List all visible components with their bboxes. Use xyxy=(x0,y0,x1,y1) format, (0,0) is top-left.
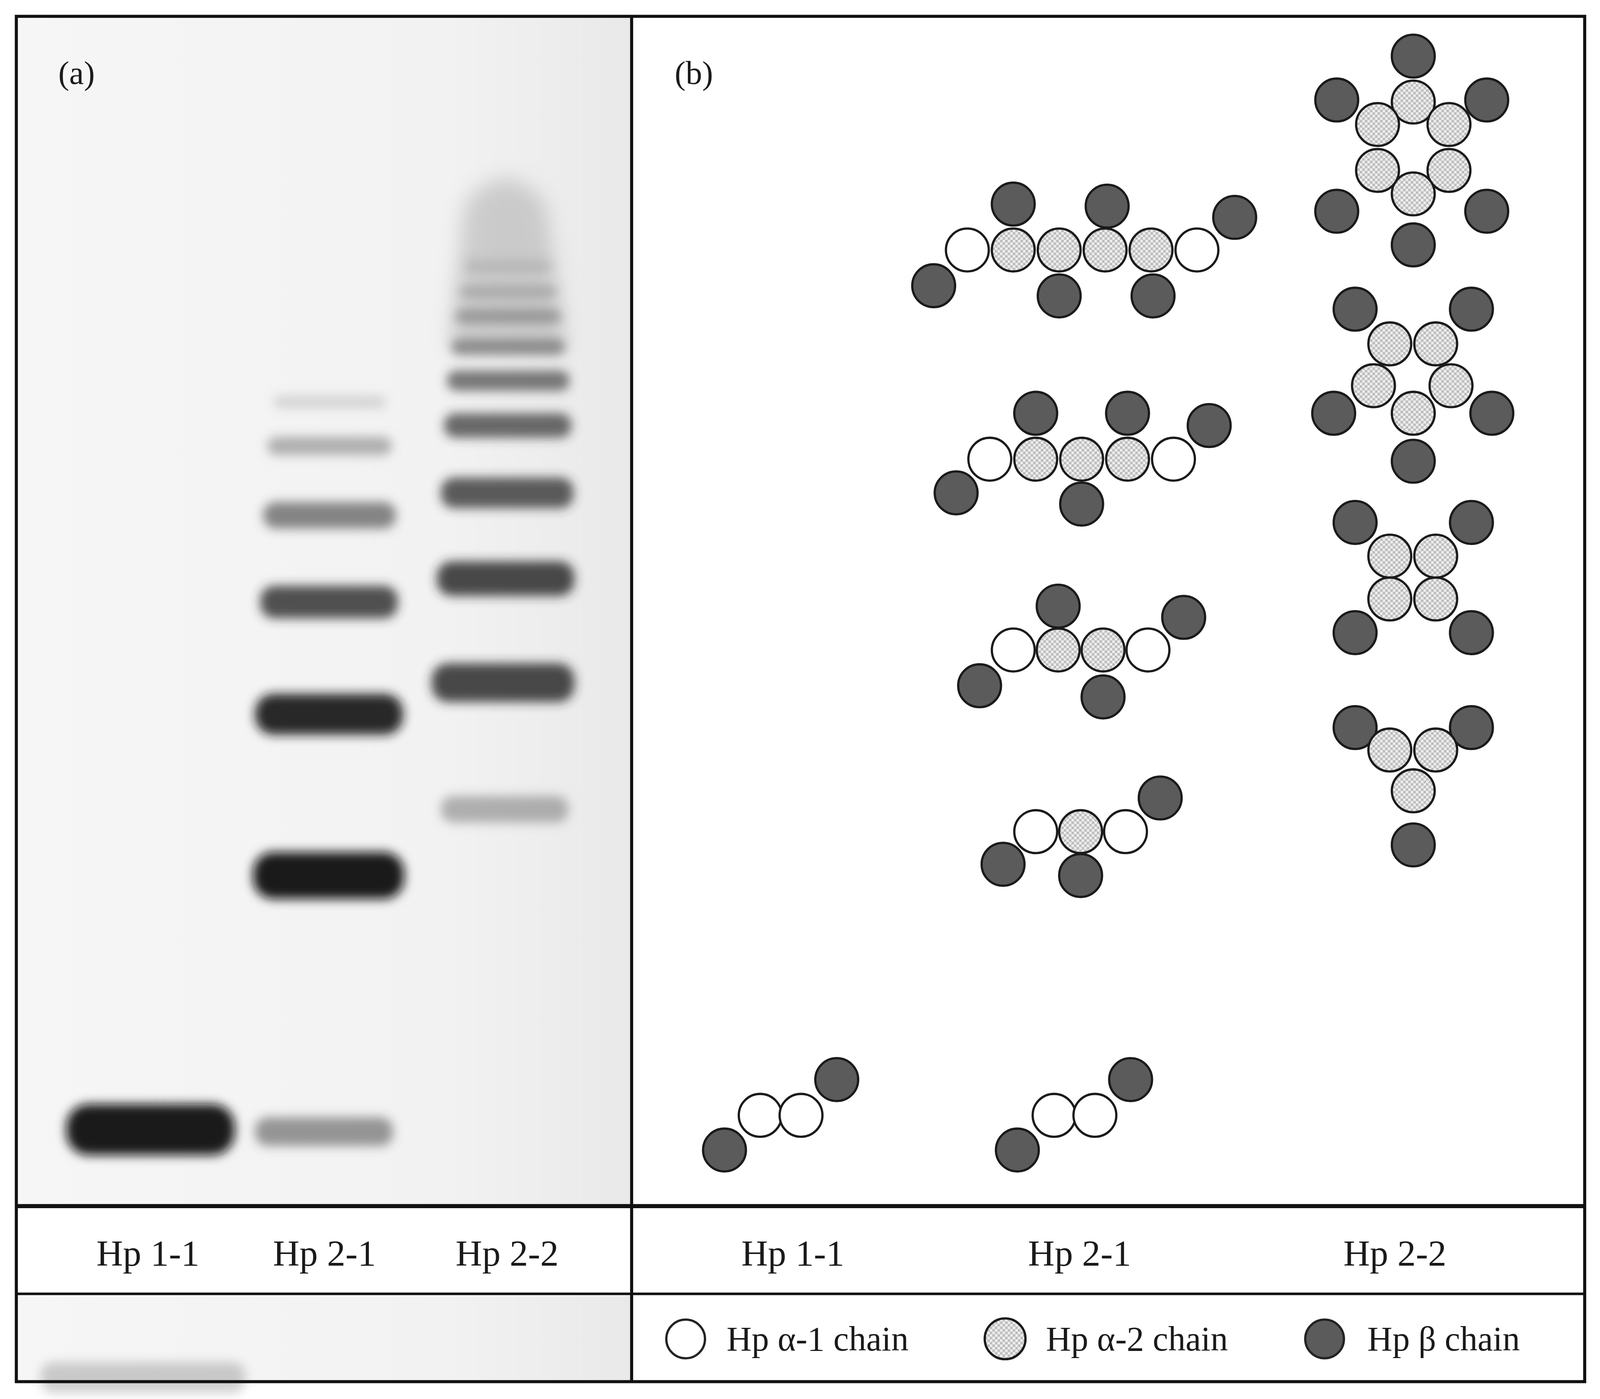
alpha2-chain-circle xyxy=(1059,810,1103,853)
gel-background xyxy=(17,17,631,1206)
lane-label: Hp 1-1 xyxy=(96,1233,200,1274)
alpha2-chain-circle xyxy=(1368,728,1411,772)
alpha1-chain-circle xyxy=(1014,810,1058,853)
beta-chain-circle xyxy=(1037,274,1081,318)
beta-chain-circle xyxy=(1162,596,1205,639)
beta-chain-circle xyxy=(1138,776,1182,820)
beta-chain-circle xyxy=(1014,391,1058,435)
alpha2-chain-circle xyxy=(1368,577,1411,621)
beta-chain-circle xyxy=(991,182,1035,226)
alpha1-chain-circle xyxy=(1032,1094,1076,1137)
beta-chain-circle xyxy=(1333,287,1377,331)
alpha2-chain-circle xyxy=(1414,322,1458,366)
beta-chain-circle xyxy=(1450,611,1493,655)
column-label: Hp 2-1 xyxy=(1028,1233,1132,1274)
alpha2-chain-circle xyxy=(1391,391,1435,435)
alpha2-chain-circle xyxy=(1414,728,1458,772)
beta-chain-circle xyxy=(1081,675,1125,719)
alpha2-chain-circle xyxy=(1037,228,1081,272)
legend-swatch xyxy=(665,1318,707,1360)
beta-chain-circle xyxy=(1470,391,1514,435)
alpha1-chain-circle xyxy=(968,437,1011,481)
beta-chain-circle xyxy=(1391,823,1435,867)
alpha2-chain-circle xyxy=(1414,577,1458,621)
alpha1-chain-circle xyxy=(991,628,1035,672)
molecule-models xyxy=(703,34,1514,1172)
alpha1-chain-circle xyxy=(779,1094,823,1137)
beta-chain-circle xyxy=(1213,195,1257,239)
gel-bands xyxy=(66,260,575,1156)
alpha2-chain-circle xyxy=(1429,364,1473,408)
alpha1-chain-circle xyxy=(1103,810,1147,853)
beta-chain-circle xyxy=(1312,391,1355,435)
alpha2-chain-circle xyxy=(1414,534,1458,578)
alpha2-chain-circle xyxy=(991,228,1035,272)
legend-text: Hp β chain xyxy=(1367,1320,1520,1359)
beta-chain-circle xyxy=(1333,501,1377,544)
beta-chain-circle xyxy=(1059,854,1103,897)
beta-chain-circle xyxy=(1187,404,1231,447)
alpha2-chain-circle xyxy=(1391,769,1435,813)
beta-chain-circle xyxy=(815,1058,858,1102)
beta-chain-circle xyxy=(1036,584,1080,628)
beta-chain-circle xyxy=(1315,189,1358,233)
panel-letter: (b) xyxy=(674,55,713,92)
column-label: Hp 1-1 xyxy=(741,1233,845,1274)
frame-lines xyxy=(16,16,1585,1382)
legend-alpha2-sample xyxy=(984,1318,1026,1360)
alpha2-chain-circle xyxy=(1356,103,1399,146)
alpha2-chain-circle xyxy=(1106,437,1149,481)
alpha1-chain-circle xyxy=(1126,628,1170,672)
alpha2-chain-circle xyxy=(1060,437,1104,481)
beta-chain-circle xyxy=(1109,1058,1152,1102)
alpha2-chain-circle xyxy=(1014,437,1058,481)
beta-chain-circle xyxy=(912,264,955,308)
beta-chain-circle xyxy=(703,1128,746,1172)
alpha2-chain-circle xyxy=(1356,149,1399,192)
alpha2-chain-circle xyxy=(1368,534,1411,578)
alpha1-chain-circle xyxy=(1151,437,1195,481)
alpha2-chain-circle xyxy=(1081,628,1125,672)
alpha2-chain-circle xyxy=(1036,628,1080,672)
beta-chain-circle xyxy=(1106,391,1149,435)
beta-chain-circle xyxy=(1131,274,1175,318)
beta-chain-circle xyxy=(1465,189,1508,233)
beta-chain-circle xyxy=(1391,34,1435,78)
panel-letter: (a) xyxy=(58,55,95,92)
column-label: Hp 2-2 xyxy=(1343,1233,1447,1274)
beta-chain-circle xyxy=(1450,287,1493,331)
alpha1-chain-circle xyxy=(1175,228,1219,272)
beta-chain-circle xyxy=(1391,440,1435,483)
legend-swatch xyxy=(1304,1318,1346,1360)
beta-chain-circle xyxy=(934,471,978,515)
beta-chain-circle xyxy=(995,1128,1039,1172)
lane-label: Hp 2-1 xyxy=(273,1233,377,1274)
beta-chain-circle xyxy=(1060,482,1104,526)
alpha2-chain-circle xyxy=(1352,364,1395,408)
beta-chain-circle xyxy=(1315,78,1358,122)
alpha2-chain-circle xyxy=(1083,228,1127,272)
beta-chain-circle xyxy=(981,843,1025,886)
alpha1-chain-circle xyxy=(738,1094,782,1137)
alpha1-chain-circle xyxy=(945,228,989,272)
beta-chain-circle xyxy=(957,664,1001,708)
lane-label: Hp 2-2 xyxy=(455,1233,559,1274)
beta-chain-circle xyxy=(1391,223,1435,267)
legend-text: Hp α-2 chain xyxy=(1046,1320,1229,1359)
beta-chain-circle xyxy=(1465,78,1508,122)
alpha2-chain-circle xyxy=(1129,228,1173,272)
alpha2-chain-circle xyxy=(1368,322,1411,366)
beta-chain-circle xyxy=(1450,501,1493,544)
alpha1-chain-circle xyxy=(1073,1094,1117,1137)
alpha2-chain-circle xyxy=(1427,103,1471,146)
legend-text: Hp α-1 chain xyxy=(726,1320,909,1359)
beta-chain-circle xyxy=(1333,611,1377,655)
beta-chain-circle xyxy=(1085,184,1129,228)
